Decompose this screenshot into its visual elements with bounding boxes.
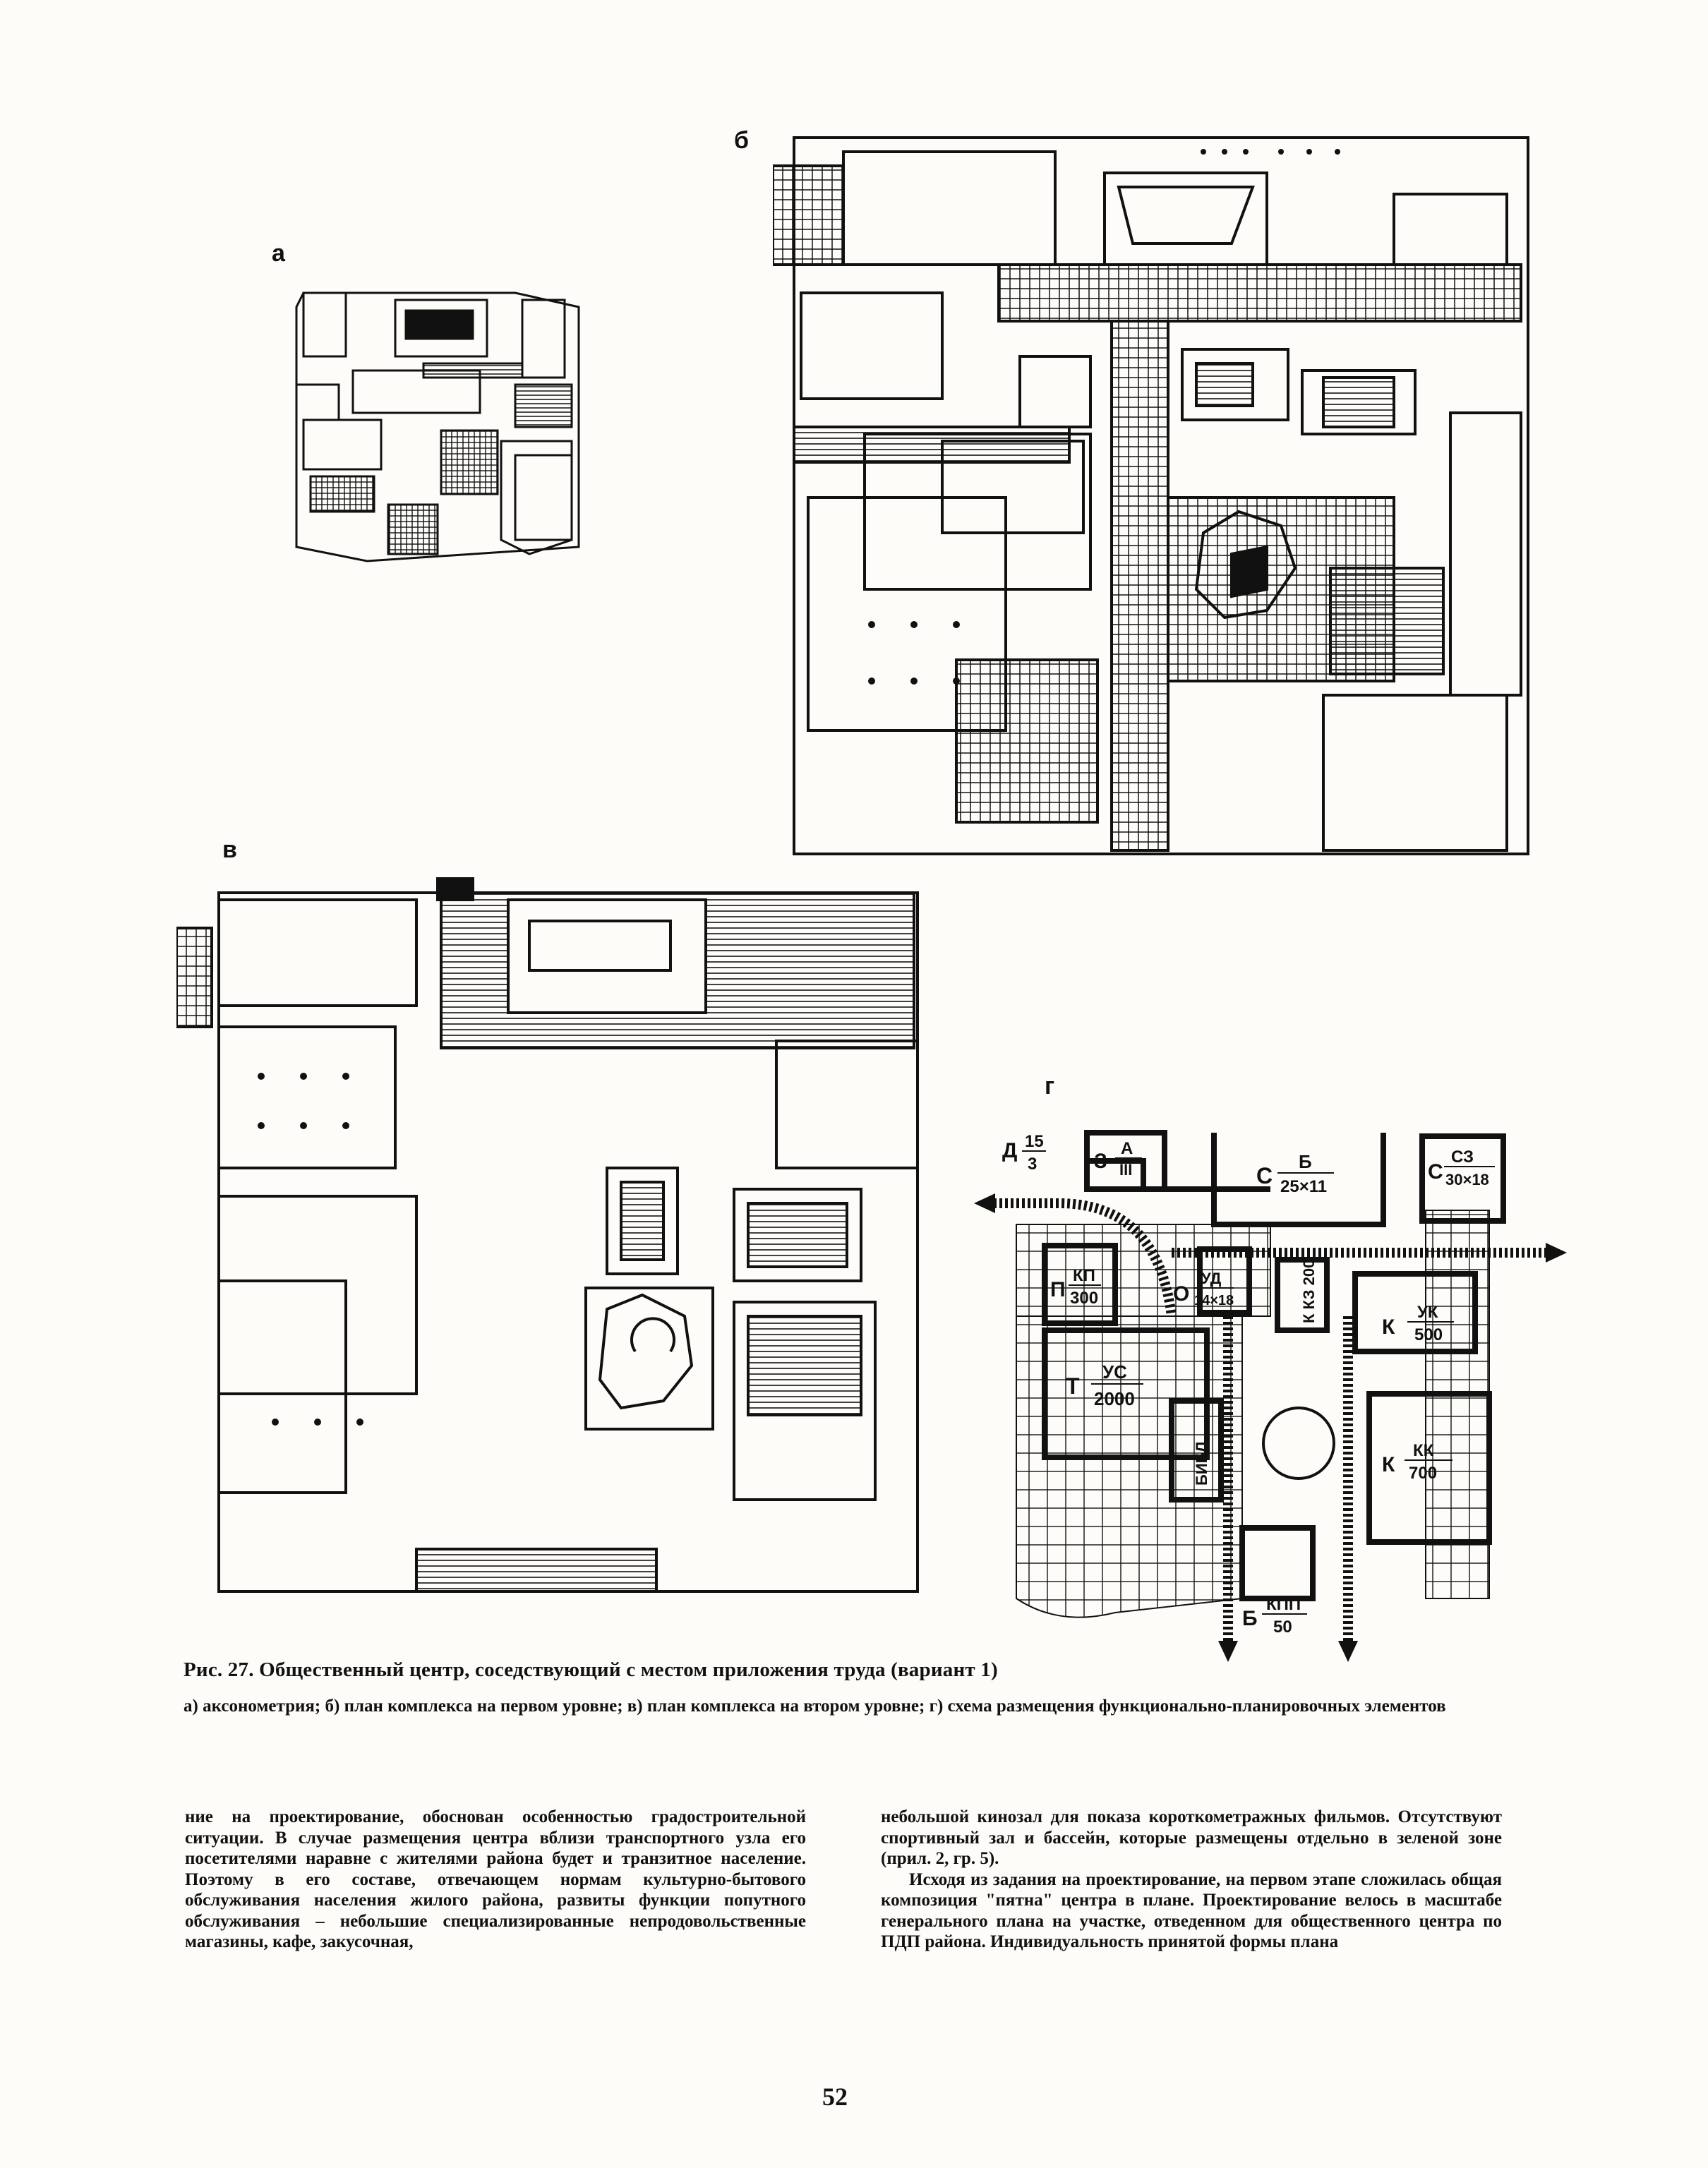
paragraph: Исходя из задания на проектирование, на …: [881, 1869, 1502, 1952]
paragraph: ние на проектирование, обоснован особенн…: [185, 1807, 806, 1951]
label-d-letter: Д: [1002, 1139, 1017, 1162]
plan-level-2: [176, 857, 932, 1606]
label-k-uk-den: 500: [1414, 1325, 1443, 1344]
label-s-num: Б: [1299, 1151, 1312, 1172]
panel-letter-v: в: [222, 836, 237, 863]
label-sz-letter: С: [1428, 1160, 1443, 1184]
panel-letter-g: г: [1045, 1073, 1055, 1100]
label-t-num: УС: [1102, 1361, 1127, 1383]
functional-scheme: Д 15 3 З А III С Б 25×11 С СЗ 30×18 П КП…: [974, 1104, 1567, 1662]
label-kkz: К КЗ 200: [1300, 1260, 1318, 1323]
label-bibl: БИБЛ.: [1193, 1438, 1210, 1486]
label-t-letter: Т: [1066, 1373, 1080, 1399]
page-number: 52: [822, 2083, 848, 2111]
label-o-den: 14×18: [1194, 1293, 1234, 1308]
label-d-den: 3: [1028, 1155, 1037, 1174]
text-column-left: ние на проектирование, обоснован особенн…: [185, 1807, 806, 1953]
label-z-num: А: [1121, 1139, 1133, 1158]
panel-letter-a: а: [272, 240, 285, 267]
axonometry-drawing: [282, 279, 593, 575]
label-o-letter: О: [1173, 1282, 1189, 1306]
label-sz-num: СЗ: [1451, 1148, 1474, 1167]
label-s-letter: С: [1256, 1163, 1273, 1188]
plan-level-1: [773, 131, 1542, 861]
figure-caption: Рис. 27. Общественный центр, соседствующ…: [184, 1658, 1539, 1718]
paragraph: небольшой кинозал для показа короткометр…: [881, 1807, 1502, 1868]
label-z-den: III: [1119, 1161, 1132, 1179]
label-d-num: 15: [1025, 1132, 1044, 1151]
label-k-kk-den: 700: [1409, 1464, 1437, 1483]
label-s-den: 25×11: [1280, 1177, 1327, 1196]
label-b-num: КПП: [1266, 1595, 1301, 1614]
caption-title: Рис. 27. Общественный центр, соседствующ…: [184, 1658, 998, 1681]
text-column-right: небольшой кинозал для показа короткометр…: [881, 1807, 1502, 1953]
label-p-letter: П: [1050, 1278, 1066, 1301]
label-t-den: 2000: [1094, 1388, 1135, 1409]
panel-letter-b: б: [734, 127, 750, 154]
label-k-kk-num: КК: [1413, 1441, 1434, 1460]
label-p-num: КП: [1073, 1266, 1095, 1285]
label-b-letter: Б: [1242, 1607, 1258, 1630]
label-sz-den: 30×18: [1445, 1171, 1489, 1188]
label-b-den: 50: [1273, 1618, 1292, 1637]
label-z-letter: З: [1094, 1150, 1107, 1173]
label-k-uk-num: УК: [1417, 1303, 1438, 1322]
caption-subtitle: а) аксонометрия; б) план комплекса на пе…: [184, 1697, 1446, 1716]
label-p-den: 300: [1070, 1289, 1098, 1308]
label-k-kk-letter: К: [1382, 1453, 1395, 1476]
label-o-num: УД: [1201, 1270, 1222, 1287]
label-k-uk-letter: К: [1382, 1315, 1395, 1339]
